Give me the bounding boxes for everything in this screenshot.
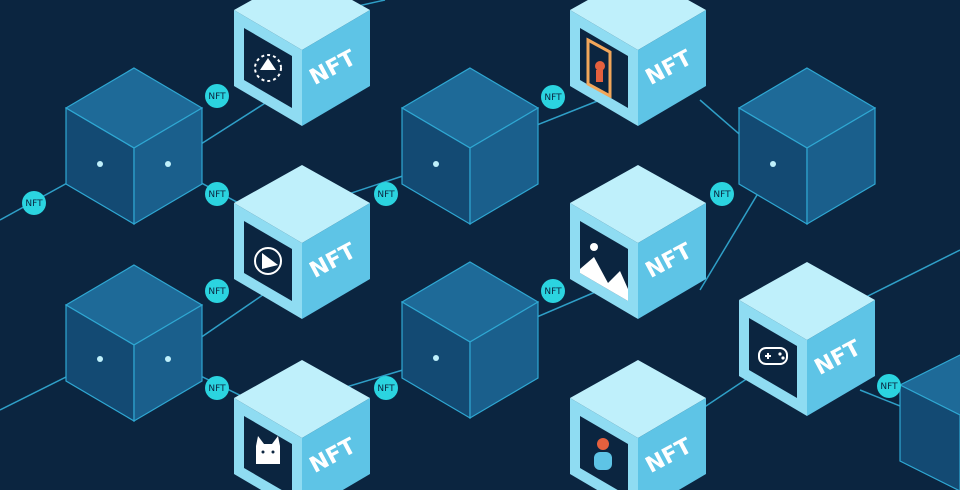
svg-text:NFT: NFT — [713, 190, 731, 200]
chain-node: NFT — [877, 374, 901, 398]
nft-cube-play: NFT — [234, 165, 370, 319]
nft-cube-dotted-circle: NFT — [234, 0, 370, 126]
portrait-frame-icon — [586, 37, 612, 99]
svg-text:NFT: NFT — [544, 93, 562, 103]
chain-node: NFT — [22, 191, 46, 215]
svg-text:NFT: NFT — [544, 287, 562, 297]
chain-node: NFT — [710, 182, 734, 206]
dark-cube — [898, 354, 960, 490]
nft-cube-gamepad: NFT — [739, 262, 875, 416]
svg-text:NFT: NFT — [208, 384, 226, 394]
play-button-icon — [254, 247, 282, 275]
nft-cube-avatar: NFT — [570, 360, 706, 490]
dark-cube — [400, 261, 540, 420]
gamepad-icon — [758, 347, 788, 365]
nft-cube-landscape: NFT — [570, 165, 706, 319]
svg-text:NFT: NFT — [25, 199, 43, 209]
dark-cube — [64, 264, 204, 423]
chain-node: NFT — [374, 182, 398, 206]
nft-cube-cat: NFT — [234, 360, 370, 490]
svg-text:NFT: NFT — [880, 382, 898, 392]
chain-node: NFT — [374, 376, 398, 400]
chain-node: NFT — [205, 84, 229, 108]
dark-cube — [737, 67, 877, 226]
chain-node: NFT — [541, 279, 565, 303]
dark-cube — [400, 67, 540, 226]
svg-text:NFT: NFT — [377, 190, 395, 200]
avatar-portrait-icon — [594, 438, 612, 470]
svg-text:NFT: NFT — [208, 287, 226, 297]
svg-text:NFT: NFT — [208, 190, 226, 200]
dotted-circle-arrow-icon — [254, 54, 282, 82]
landscape-image-icon — [580, 243, 628, 301]
chain-node: NFT — [205, 279, 229, 303]
svg-text:NFT: NFT — [377, 384, 395, 394]
nft-cube-portrait: NFT — [570, 0, 706, 126]
cat-face-icon — [256, 436, 280, 464]
chain-node: NFT — [541, 85, 565, 109]
dark-cube — [64, 67, 204, 226]
svg-text:NFT: NFT — [208, 92, 226, 102]
chain-node: NFT — [205, 376, 229, 400]
chain-node: NFT — [205, 182, 229, 206]
